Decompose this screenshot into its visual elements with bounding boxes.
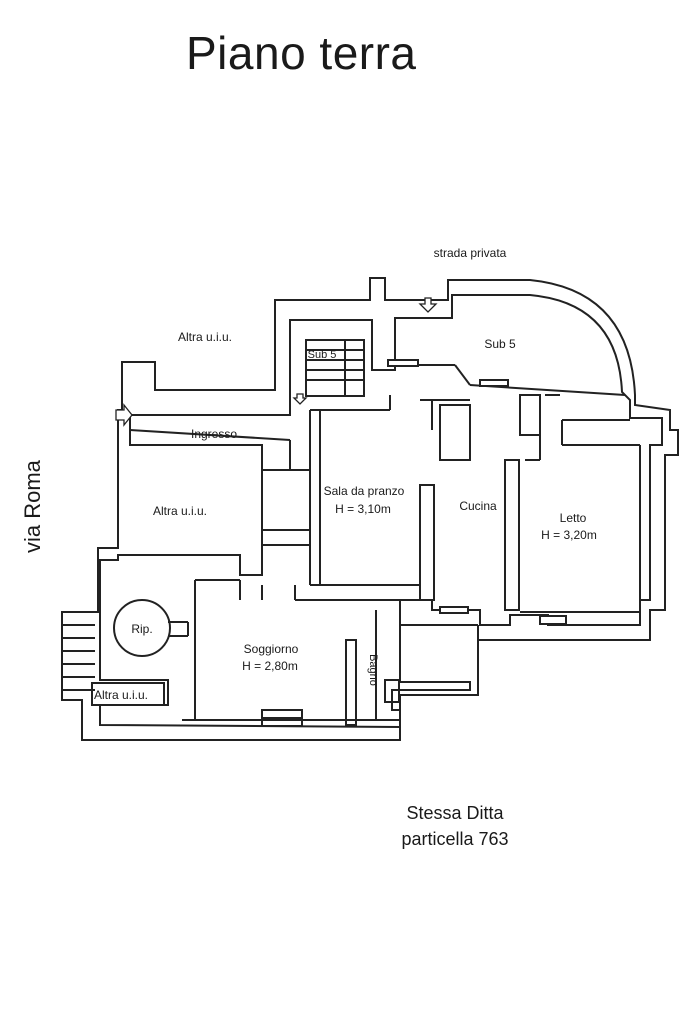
strada-privata-label: strada privata — [434, 246, 507, 260]
altra-uiu-mid-label: Altra u.i.u. — [153, 504, 207, 518]
sala-height-label: H = 3,10m — [335, 502, 391, 516]
footer-note: Stessa Ditta particella 763 — [392, 800, 518, 852]
letto-name-label: Letto — [560, 511, 587, 525]
footer-line2: particella 763 — [401, 829, 509, 849]
altra-uiu-bottom-label: Altra u.i.u. — [94, 688, 148, 702]
sub5-small-label: Sub 5 — [308, 349, 337, 361]
outer-wall — [61, 277, 679, 741]
footer-line1: Stessa Ditta — [406, 803, 504, 823]
page-title: Piano terra — [186, 27, 417, 79]
soggiorno-name-label: Soggiorno — [244, 642, 299, 656]
sub5-label: Sub 5 — [484, 337, 516, 351]
ingresso-label: Ingresso — [191, 427, 237, 441]
entrance-arrows — [115, 297, 438, 427]
bagno-label: Bagno — [367, 654, 379, 686]
letto-height-label: H = 3,20m — [541, 528, 597, 542]
entrance-arrow-icon — [418, 297, 438, 313]
soggiorno-height-label: H = 2,80m — [242, 659, 298, 673]
entrance-arrow-icon — [115, 403, 133, 427]
altra-uiu-top-label: Altra u.i.u. — [178, 330, 232, 344]
sala-name-label: Sala da pranzo — [324, 484, 405, 498]
cucina-label: Cucina — [459, 499, 497, 513]
rip-label: Rip. — [131, 622, 152, 636]
entrance-arrow-icon — [292, 393, 308, 405]
